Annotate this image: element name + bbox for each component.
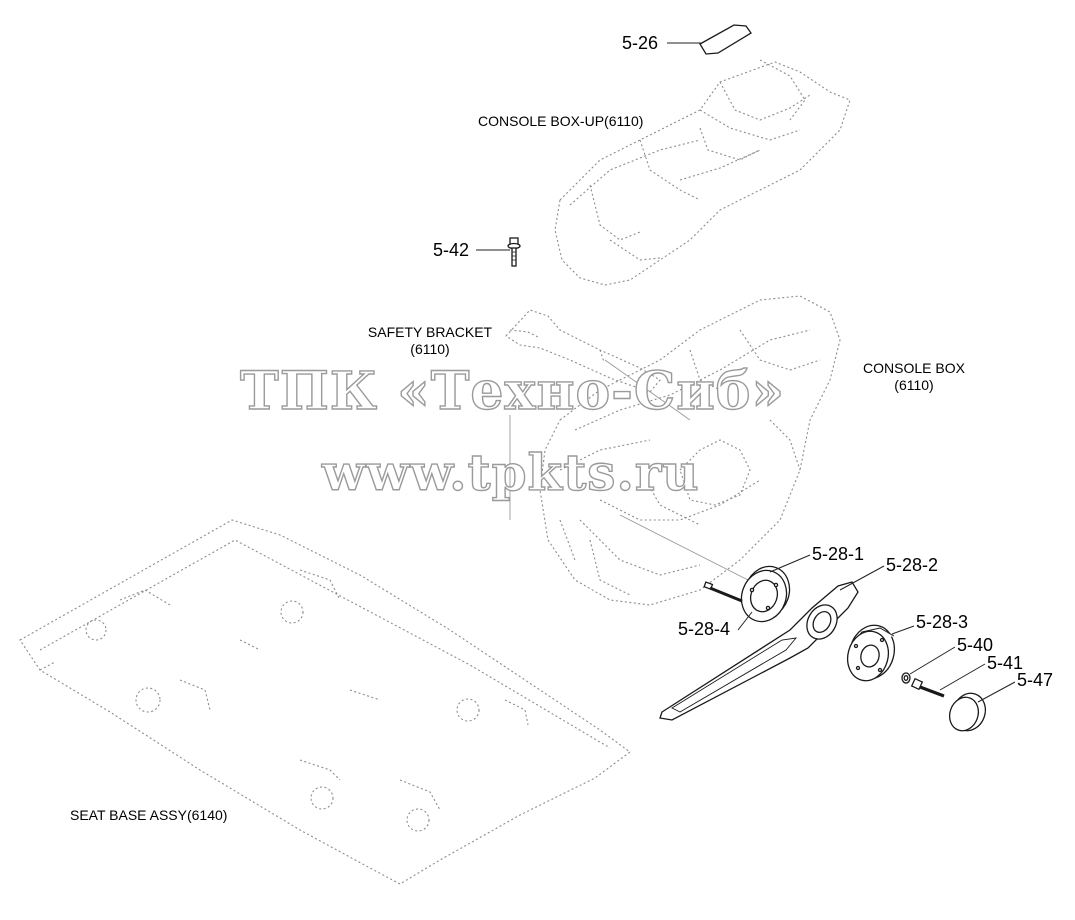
console-box-name: CONSOLE BOX xyxy=(863,360,965,376)
part-5-40-washer xyxy=(901,672,911,684)
guide-lines xyxy=(509,359,749,581)
safety-bracket-label: SAFETY BRACKET (6110) xyxy=(358,325,502,356)
part-5-41-bolt xyxy=(910,677,945,698)
part-5-28-1-ring xyxy=(740,565,791,623)
part-5-42-bolt xyxy=(507,237,521,267)
watermark-url: www.tpkts.ru xyxy=(321,443,700,502)
console-box-up-label: CONSOLE BOX-UP(6110) xyxy=(478,113,644,129)
part-5-28-2-lever xyxy=(659,581,859,721)
safety-bracket-name: SAFETY BRACKET xyxy=(367,324,493,340)
callout-5-42: 5-42 xyxy=(433,240,470,260)
console-box-code: (6110) xyxy=(894,377,934,393)
seat-base-label: SEAT BASE ASSY(6140) xyxy=(70,807,228,823)
callout-5-28-4: 5-28-4 xyxy=(678,619,731,639)
callout-5-41: 5-41 xyxy=(987,653,1024,673)
callout-5-28-2: 5-28-2 xyxy=(886,555,939,575)
watermark-company: ТПК «Техно-Сиб» xyxy=(239,361,785,422)
callout-5-26: 5-26 xyxy=(622,33,659,53)
part-5-26-pad xyxy=(699,24,752,55)
safety-bracket-code: (6110) xyxy=(410,341,450,357)
seat-base-outline xyxy=(19,519,631,885)
console-box-up-outline xyxy=(554,59,851,286)
part-5-28-4-screw xyxy=(703,581,743,603)
callout-5-40: 5-40 xyxy=(957,635,994,655)
leader-lines xyxy=(476,42,1016,703)
console-box-outline xyxy=(539,295,841,606)
part-5-28-3-knob xyxy=(846,624,896,682)
callout-5-47: 5-47 xyxy=(1017,670,1054,690)
callout-5-28-3: 5-28-3 xyxy=(916,612,969,632)
part-5-47-cap xyxy=(948,692,987,732)
callout-5-28-1: 5-28-1 xyxy=(812,544,865,564)
safety-bracket-outline xyxy=(505,309,661,393)
console-box-label: CONSOLE BOX (6110) xyxy=(852,361,976,392)
